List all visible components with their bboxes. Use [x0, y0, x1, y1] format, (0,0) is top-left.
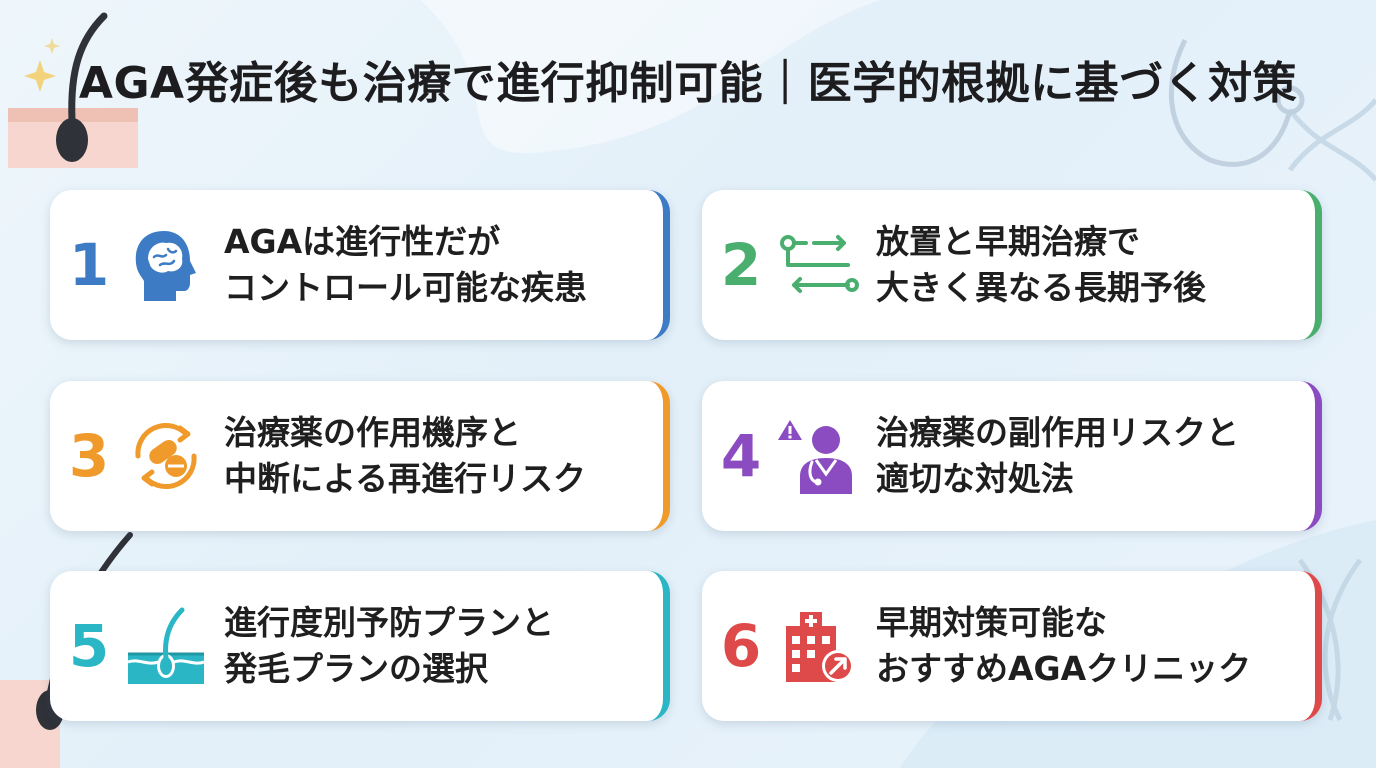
- clinic-building-icon: [774, 602, 862, 690]
- card-number: 4: [720, 422, 762, 490]
- card-text: 放置と早期治療で 大きく異なる長期予後: [876, 219, 1206, 311]
- page-title: AGA発症後も治療で進行抑制可能｜医学的根拠に基づく対策: [78, 58, 1298, 109]
- card-number: 5: [68, 612, 110, 680]
- branching-paths-icon: [774, 221, 862, 309]
- card-text-line-1: 治療薬の副作用リスクと: [876, 413, 1239, 452]
- card-text-line-1: 放置と早期治療で: [876, 222, 1140, 261]
- card-number: 6: [720, 612, 762, 680]
- card-text-line-2: 発毛プランの選択: [224, 649, 488, 688]
- card-5: 5 進行度別予防プランと 発毛プランの選択: [50, 571, 670, 721]
- card-3: 3 治療薬の作用機序と 中断による再進行リスク: [50, 381, 670, 531]
- card-text-line-1: 早期対策可能な: [876, 603, 1107, 642]
- card-number: 3: [68, 422, 110, 490]
- card-2: 2 放置と早期治療で 大きく異なる長期予後: [702, 190, 1322, 340]
- card-text-line-1: AGAは進行性だが: [224, 222, 501, 261]
- card-text: 治療薬の作用機序と 中断による再進行リスク: [224, 410, 586, 502]
- card-text: 治療薬の副作用リスクと 適切な対処法: [876, 410, 1239, 502]
- card-number: 1: [68, 231, 110, 299]
- card-text-line-2: 中断による再進行リスク: [224, 459, 587, 498]
- card-text-line-2: 大きく異なる長期予後: [876, 268, 1206, 307]
- medicine-cycle-icon: [122, 412, 210, 500]
- hair-follicle-icon: [122, 602, 210, 690]
- brain-head-icon: [122, 221, 210, 309]
- card-text: 進行度別予防プランと 発毛プランの選択: [224, 600, 554, 692]
- card-4: 4 治療薬の副作用リスクと 適切な対処法: [702, 381, 1322, 531]
- card-text-line-1: 治療薬の作用機序と: [224, 413, 521, 452]
- doctor-warning-icon: [774, 412, 862, 500]
- card-text-line-2: 適切な対処法: [876, 459, 1074, 498]
- card-number: 2: [720, 231, 762, 299]
- card-text-line-2: コントロール可能な疾患: [224, 268, 587, 307]
- card-text: AGAは進行性だが コントロール可能な疾患: [224, 219, 587, 311]
- card-text: 早期対策可能な おすすめAGAクリニック: [876, 600, 1251, 692]
- card-6: 6 早期対策可能な おすすめAGAクリニック: [702, 571, 1322, 721]
- card-1: 1 AGAは進行性だが コントロール可能な疾患: [50, 190, 670, 340]
- card-text-line-2: おすすめAGAクリニック: [876, 649, 1252, 688]
- card-text-line-1: 進行度別予防プランと: [224, 603, 554, 642]
